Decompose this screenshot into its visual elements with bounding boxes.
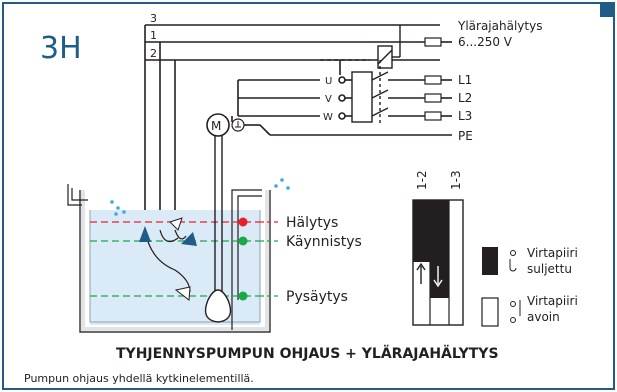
legend-closed-line1: Virtapiiri [527,246,578,260]
tank-wall [79,190,271,333]
phase-l1-label: L1 [458,73,472,87]
closed-contact-icon [509,259,517,272]
alarm-level-dot [238,217,248,227]
water-drops-icon [110,178,290,216]
legend-closed-swatch [482,247,498,275]
legend-closed-line2: suljettu [527,262,572,276]
arrow-down-icon [433,266,443,288]
contactor-icon [320,59,405,125]
legend-open-swatch [481,297,499,327]
switch-element: 1-2 1-3 [412,170,464,326]
phase-fuses [424,75,442,121]
stop-level-dot [238,291,248,301]
float-icon-1 [139,226,151,242]
start-level-label: Käynnistys [286,234,362,250]
alarm-output-label: Ylärajahälytys [457,19,542,33]
wire-number-1: 1 [150,29,157,42]
legend: Virtapiiri suljettu Virtapiiri avoin [481,246,578,327]
voltage-label: 6...250 V [458,35,513,49]
supply-wires [144,24,440,230]
earth-pe-label: PE [458,129,473,143]
fuse-icon [424,37,442,47]
float-icon-3 [169,217,183,231]
float-switches [139,217,197,301]
outlet-pipe [231,189,262,330]
motor-feed-lines [231,76,346,122]
stop-level-label: Pysäytys [286,289,348,305]
phase-l3-label: L3 [458,109,472,123]
phase-l2-label: L2 [458,91,472,105]
figure-code: 3H [40,31,82,66]
wire-number-3: 3 [150,12,157,25]
float-icon-2 [181,232,197,246]
alarm-level-label: Hälytys [286,215,338,231]
terminal-1-2-label: 1-2 [415,170,429,190]
wire-number-2: 2 [150,47,157,60]
legend-open-line2: avoin [527,310,560,324]
terminal-1-3-label: 1-3 [449,170,463,190]
terminal-v-label: V [325,94,332,105]
start-level-dot [238,236,248,246]
diagram-subtitle: Pumpun ohjaus yhdellä kytkinelementillä. [24,372,254,385]
terminal-w-label: W [323,112,333,123]
corner-mark [600,3,614,17]
float-icon-4 [174,286,191,301]
motor-icon [206,113,230,137]
terminal-u-label: U [325,76,332,87]
motor-label: M [211,119,221,133]
tank [67,184,271,333]
arrow-up-icon [416,262,426,284]
pump-icon [204,136,232,323]
relay-coil-icon [377,25,401,69]
diagram-title: TYHJENNYSPUMPUN OHJAUS + YLÄRAJAHÄLYTYS [116,345,499,362]
inlet-pipe [71,188,88,201]
legend-open-line1: Virtapiiri [527,294,578,308]
